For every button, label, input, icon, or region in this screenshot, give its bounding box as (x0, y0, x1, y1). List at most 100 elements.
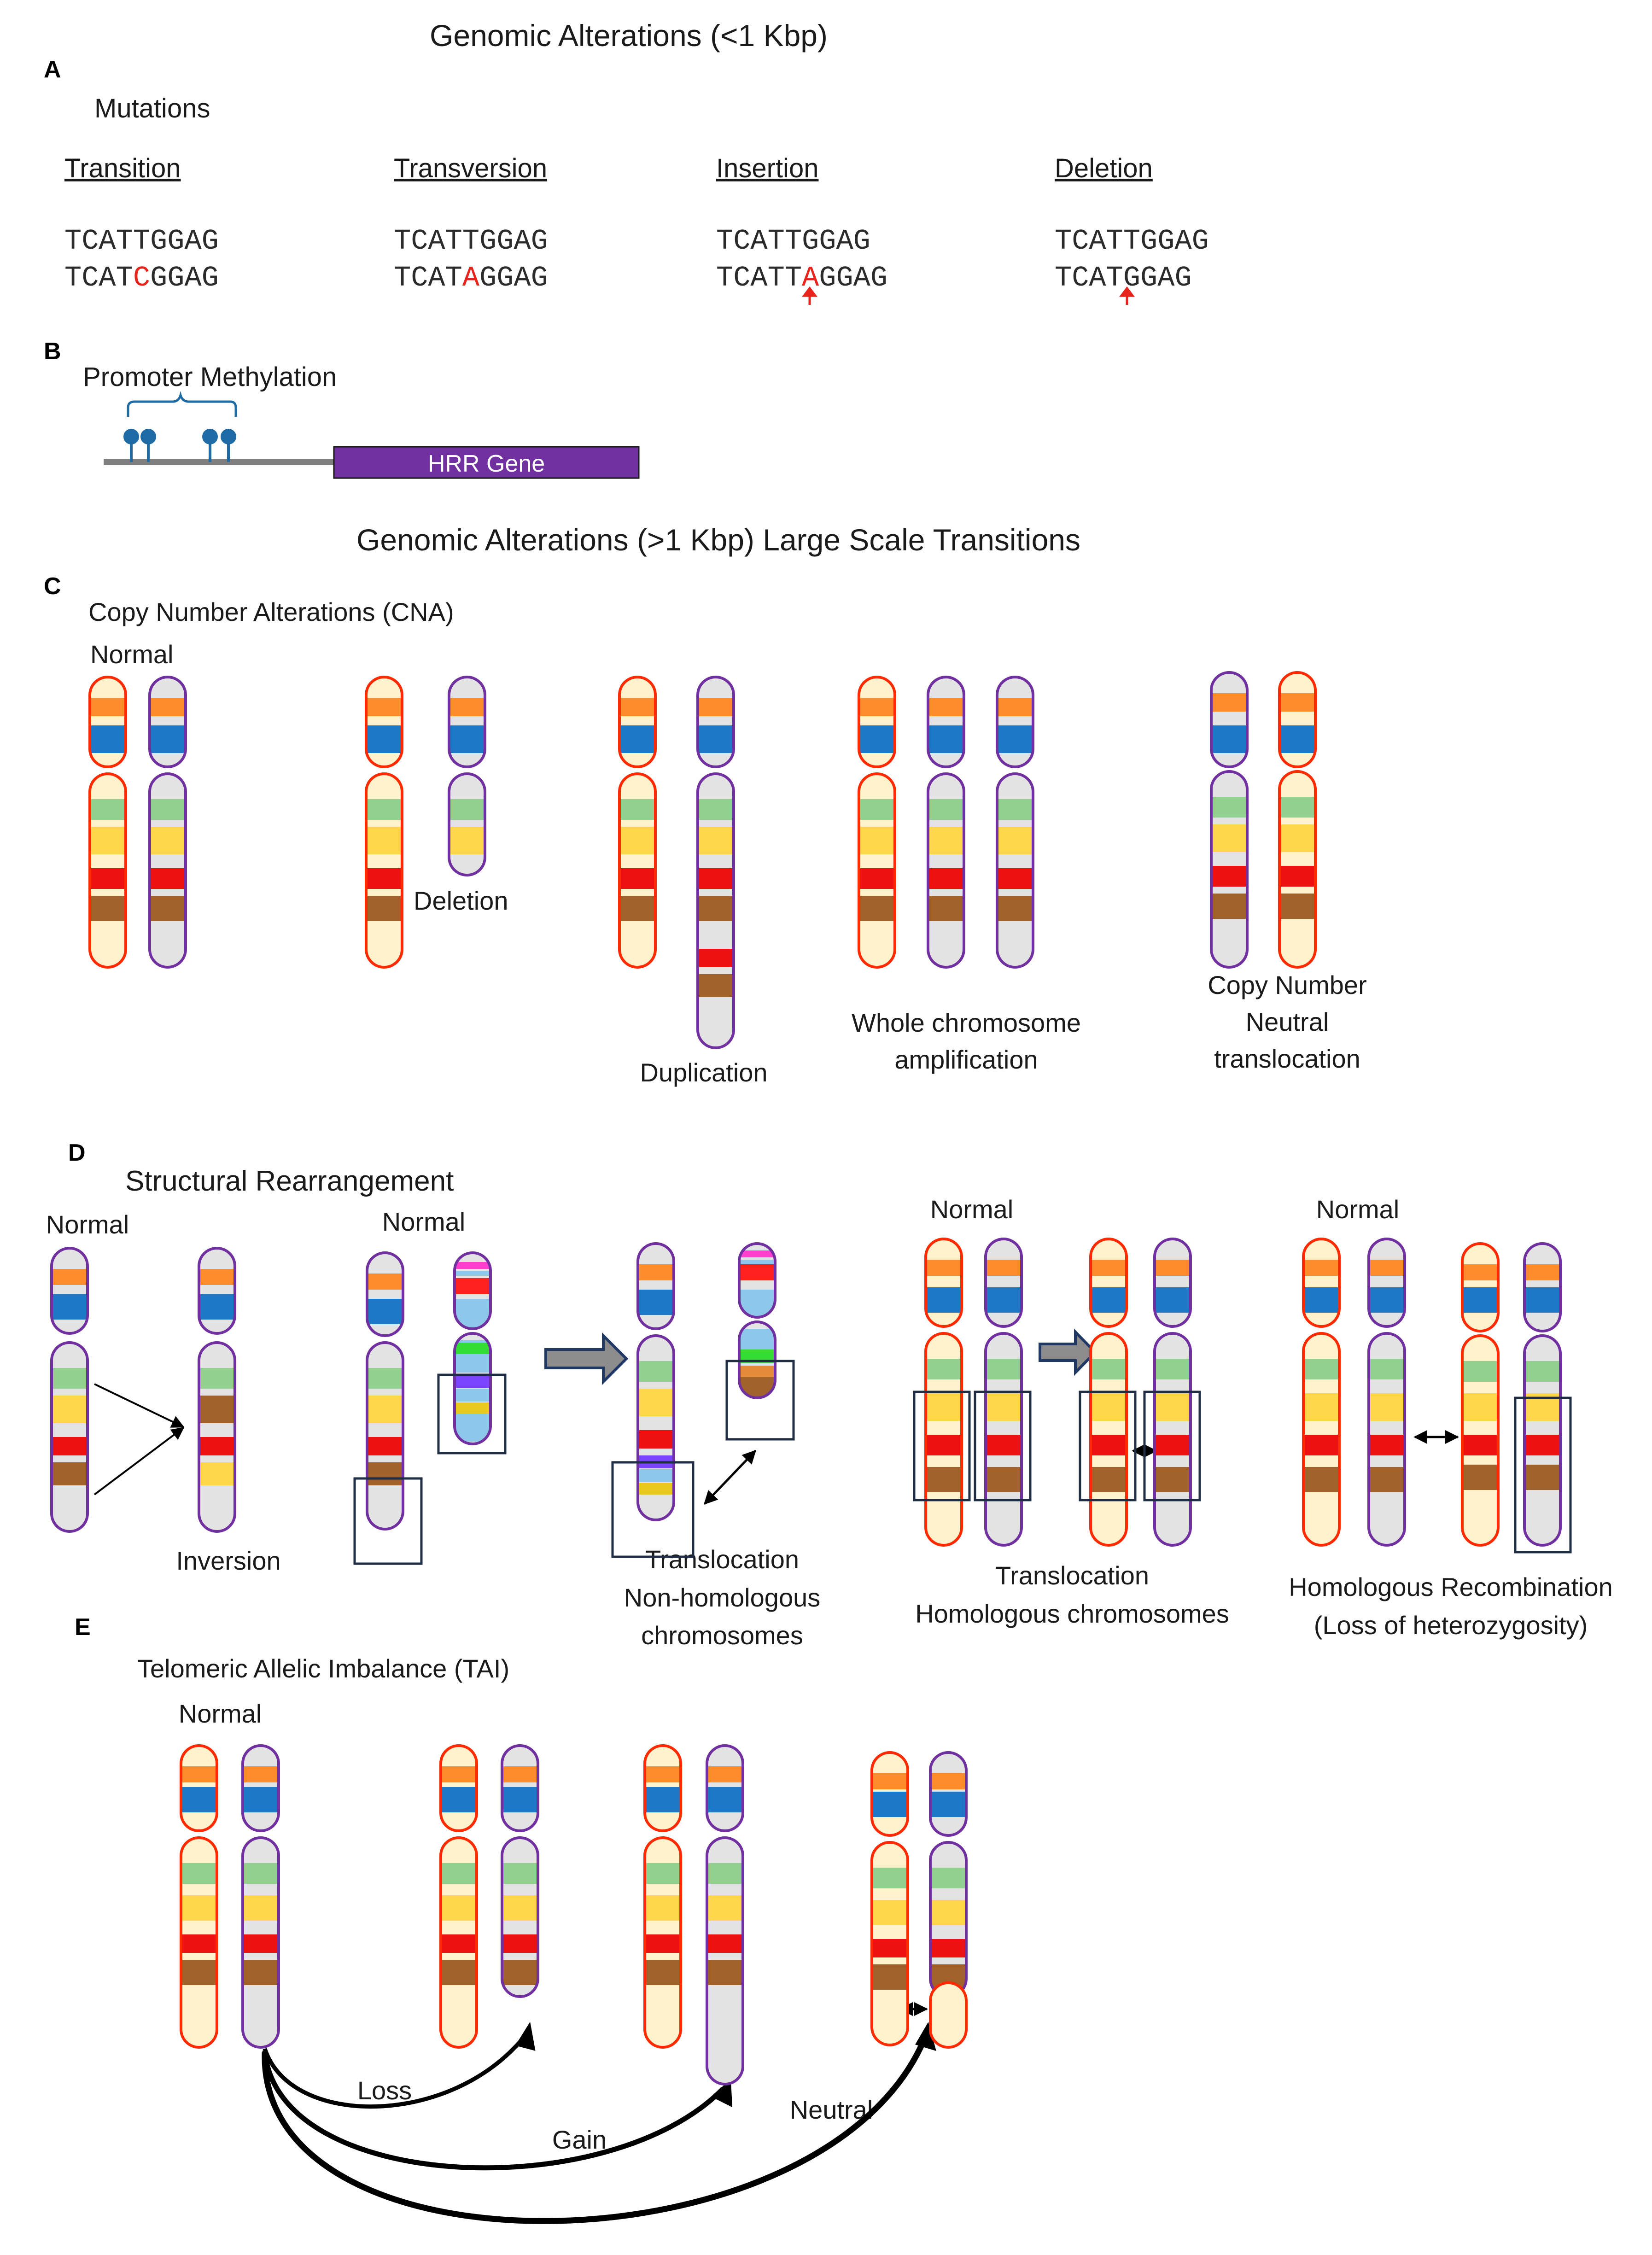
title-large-alterations: Genomic Alterations (>1 Kbp) Large Scale… (356, 523, 1080, 557)
sequence-original: TCATTGGAG (394, 225, 548, 257)
cna-neutral-label-2: Neutral (1246, 1007, 1329, 1036)
methylation-label: Promoter Methylation (83, 362, 337, 392)
tai-loss-label: Loss (357, 2076, 412, 2105)
tai-gain-label: Gain (552, 2125, 607, 2154)
sequence-original: TCATTGGAG (1055, 225, 1209, 257)
paternal-chromosome (738, 1242, 776, 1399)
mutation-label: Insertion (716, 153, 818, 183)
paternal-chromosome (241, 1744, 280, 2049)
tai-curved-arrows (262, 2021, 936, 2224)
sequence-mutated: TCATCGGAG (64, 262, 219, 294)
paternal-chromosome (501, 1744, 539, 1998)
paternal-chromosome (50, 1247, 89, 1533)
sequence-original: TCATTGGAG (716, 225, 870, 257)
cna-whole-amp-label-1: Whole chromosome (852, 1008, 1081, 1037)
highlight-box (437, 1373, 507, 1455)
tai-normal-label: Normal (179, 1699, 262, 1728)
sequence-mutated: TCATGGAG (1055, 262, 1192, 294)
trans-hom-label-1: Translocation (995, 1561, 1149, 1590)
hrr-gene-box (333, 446, 640, 479)
sequence-mutated: TCATAGGAG (394, 262, 548, 294)
mutation-transition: Transition TCATTGGAG TCATCGGAG (64, 153, 219, 294)
trans-nonhom-label-2: Non-homologous (624, 1583, 820, 1612)
panel-label-d: D (68, 1139, 86, 1166)
structural-heading: Structural Rearrangement (125, 1165, 454, 1197)
mutation-insertion: Insertion TCATTGGAG TCATTAGGAG (716, 153, 887, 305)
highlight-box (1079, 1390, 1137, 1501)
gain-arrow-icon (262, 2050, 725, 2171)
panel-label-c: C (44, 573, 61, 600)
trans-nonhom-label-3: chromosomes (641, 1621, 803, 1650)
mutations-heading: Mutations (94, 93, 210, 123)
sequence-mutated: TCATTAGGAG (716, 262, 887, 294)
mutation-transversion: Transversion TCATTGGAG TCATAGGAG (394, 153, 548, 294)
highlight-box (1143, 1390, 1201, 1501)
block-arrow-icon (1039, 1328, 1097, 1376)
highlight-box (913, 1390, 971, 1501)
cna-deletion-label: Deletion (414, 886, 508, 915)
structural-normal-label-2: Normal (382, 1207, 465, 1236)
maternal-chromosome (1461, 1242, 1500, 1547)
paternal-chromosome (1153, 1238, 1192, 1547)
cna-whole-amp-label-2: amplification (894, 1045, 1038, 1074)
paternal-chromosome (996, 676, 1034, 969)
paternal-chromosome (696, 676, 735, 1049)
hrr-gene-label: HRR Gene (428, 450, 545, 477)
cna-normal-label: Normal (90, 640, 173, 669)
panel-label-b: B (44, 338, 61, 365)
highlight-box (725, 1360, 795, 1441)
cna-heading: Copy Number Alterations (CNA) (88, 597, 454, 626)
paternal-chromosome (198, 1247, 236, 1533)
highlight-box (974, 1390, 1032, 1501)
maternal-chromosome (1302, 1238, 1341, 1547)
hr-label-2: (Loss of heterozygosity) (1314, 1611, 1588, 1640)
maternal-chromosome (924, 1238, 963, 1547)
maternal-chromosome (1089, 1238, 1128, 1547)
trans-hom-label-2: Homologous chromosomes (915, 1599, 1229, 1628)
paternal-chromosome (929, 1751, 968, 1998)
paternal-chromosome (984, 1238, 1023, 1547)
inversion-arrows-icon (93, 1383, 185, 1496)
paternal-chromosome (927, 676, 965, 969)
maternal-chromosome (88, 676, 127, 969)
maternal-chromosome (1278, 671, 1317, 969)
panel-label-a: A (44, 56, 61, 83)
paternal-chromosome (453, 1251, 492, 1445)
mutation-label: Transversion (394, 153, 547, 183)
paternal-chromosome (148, 676, 187, 969)
maternal-chromosome (870, 1751, 909, 2046)
paternal-chromosome (448, 676, 486, 876)
paternal-chromosome (1210, 671, 1249, 969)
title-small-alterations: Genomic Alterations (<1 Kbp) (430, 18, 828, 53)
methylation-pins-icon (123, 429, 236, 462)
structural-normal-label-1: Normal (46, 1210, 129, 1239)
block-arrow-icon (544, 1332, 629, 1385)
cna-duplication-label: Duplication (640, 1058, 767, 1087)
maternal-chromosome (643, 1744, 682, 2049)
cna-neutral-label-3: translocation (1214, 1044, 1360, 1073)
maternal-chromosome (439, 1744, 478, 2049)
maternal-chromosome (618, 676, 657, 969)
highlight-box (353, 1477, 423, 1565)
mutation-label: Deletion (1055, 153, 1153, 183)
structural-normal-label-3: Normal (930, 1195, 1013, 1224)
inversion-label: Inversion (176, 1546, 280, 1575)
chromosomes-layer (50, 671, 1562, 2086)
tai-neutral-label: Neutral (790, 2095, 873, 2124)
deletion-arrow-icon (1119, 286, 1135, 305)
paternal-chromosome (1523, 1242, 1562, 1547)
panel-label-e: E (75, 1614, 91, 1641)
cna-neutral-label-1: Copy Number (1208, 970, 1366, 999)
sequence-original: TCATTGGAG (64, 225, 219, 257)
mutation-label: Transition (64, 153, 181, 183)
highlight-boxes-layer (353, 1360, 1572, 1565)
mutation-deletion: Deletion TCATTGGAG TCATGGAG (1055, 153, 1209, 305)
loss-arrow-icon (263, 2034, 527, 2109)
hr-label-1: Homologous Recombination (1289, 1572, 1613, 1601)
maternal-chromosome (858, 676, 896, 969)
swap-arrow-icon (703, 1449, 757, 1505)
paternal-chromosome (1367, 1238, 1406, 1547)
structural-normal-label-4: Normal (1316, 1195, 1399, 1224)
trans-nonhom-label-1: Translocation (645, 1545, 799, 1574)
highlight-box (611, 1461, 695, 1558)
